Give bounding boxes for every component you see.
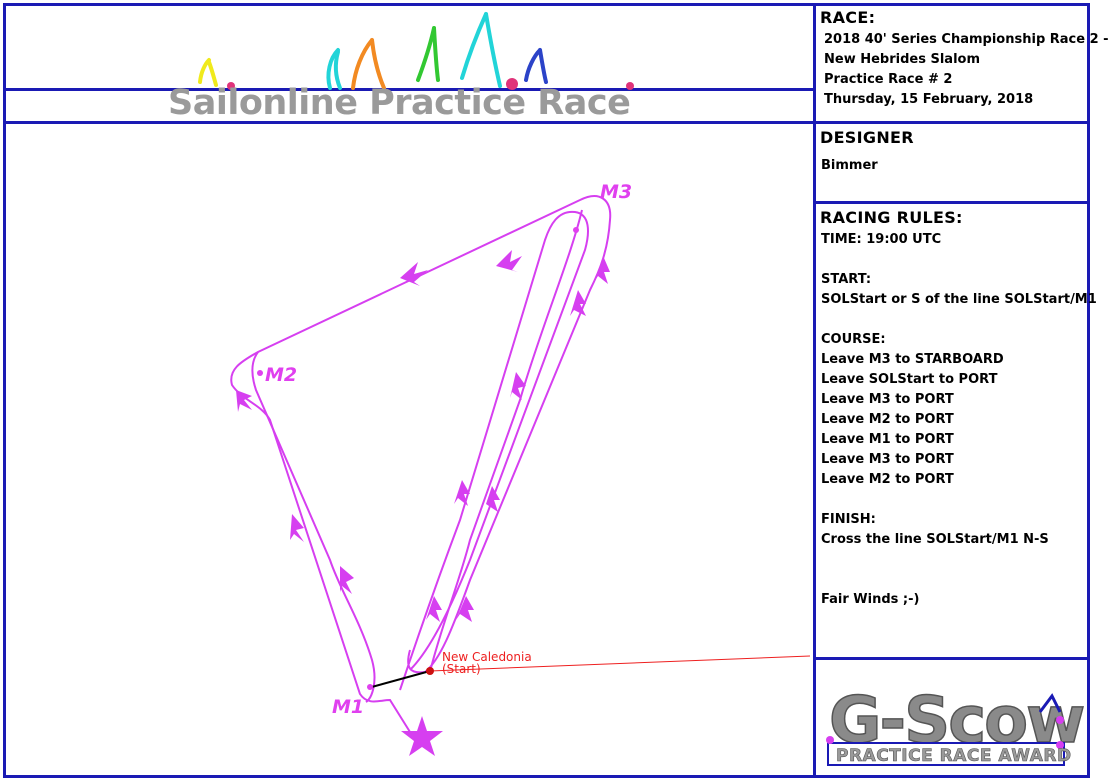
- award-subtitle: PRACTICE RACE AWARD: [836, 746, 1072, 766]
- rules-course-item: Leave M3 to STARBOARD: [821, 352, 1004, 367]
- rules-course-item: Leave M2 to PORT: [821, 412, 954, 427]
- course-arrow: [594, 258, 610, 284]
- m2-label: M2: [265, 364, 298, 386]
- race-line: Practice Race # 2: [824, 72, 953, 87]
- rules-course-heading: COURSE:: [821, 332, 886, 347]
- race-line: Thursday, 15 February, 2018: [824, 92, 1034, 107]
- banner-title: Sailonline Practice Race: [168, 83, 631, 123]
- header-bottom-border: [3, 121, 1090, 124]
- rules-finish-text: Cross the line SOLStart/M1 N-S: [821, 532, 1049, 547]
- finish-star: [401, 716, 443, 756]
- course-arrow: [400, 262, 428, 286]
- start-mark: [426, 667, 434, 675]
- start-line: [367, 670, 431, 689]
- course-arrow: [290, 514, 304, 542]
- course-arrow: [236, 390, 252, 412]
- m2-mark: [257, 370, 263, 376]
- course-arrow: [484, 486, 500, 512]
- designer-bottom-border: [813, 201, 1090, 204]
- course-arrow: [456, 596, 474, 622]
- rules-course-item: Leave M3 to PORT: [821, 392, 954, 407]
- course-arrow: [454, 480, 470, 506]
- course-arrow: [340, 566, 354, 594]
- course-arrow: [570, 290, 586, 316]
- rules-bottom-border: [813, 657, 1090, 660]
- m1-mark: [367, 684, 373, 690]
- race-heading: RACE:: [820, 8, 876, 27]
- rules-heading: RACING RULES:: [820, 208, 963, 227]
- designer-heading: DESIGNER: [820, 128, 914, 147]
- rules-course-item: Leave M1 to PORT: [821, 432, 954, 447]
- course-arrow: [510, 372, 526, 400]
- rules-course-item: Leave SOLStart to PORT: [821, 372, 998, 387]
- m3-label: M3: [600, 181, 633, 203]
- start-label-name: New Caledonia: [442, 650, 532, 664]
- course-leg-m3-return: [429, 209, 583, 673]
- rules-start-text: SOLStart or S of the line SOLStart/M1: [821, 292, 1097, 307]
- rules-start-heading: START:: [821, 272, 872, 287]
- rules-course-item: Leave M3 to PORT: [821, 452, 954, 467]
- course-arrow: [496, 250, 522, 272]
- m1-label: M1: [332, 696, 365, 718]
- start-pointer-line: [429, 655, 811, 672]
- course-arrow: [426, 596, 442, 622]
- sidebar-divider: [813, 3, 816, 778]
- race-line: 2018 40' Series Championship Race 2 -: [824, 32, 1109, 47]
- rules-time: TIME: 19:00 UTC: [821, 232, 942, 247]
- rules-course-item: Leave M2 to PORT: [821, 472, 954, 487]
- start-label-tag: (Start): [442, 662, 481, 676]
- banner-divider: [3, 88, 816, 91]
- designer-name: Bimmer: [821, 158, 878, 173]
- race-line: New Hebrides Slalom: [824, 52, 981, 67]
- outer-frame: [3, 3, 1090, 778]
- m3-mark: [573, 227, 579, 233]
- rules-closing: Fair Winds ;-): [821, 592, 920, 607]
- rules-finish-heading: FINISH:: [821, 512, 876, 527]
- course-leg-m2: [251, 351, 376, 703]
